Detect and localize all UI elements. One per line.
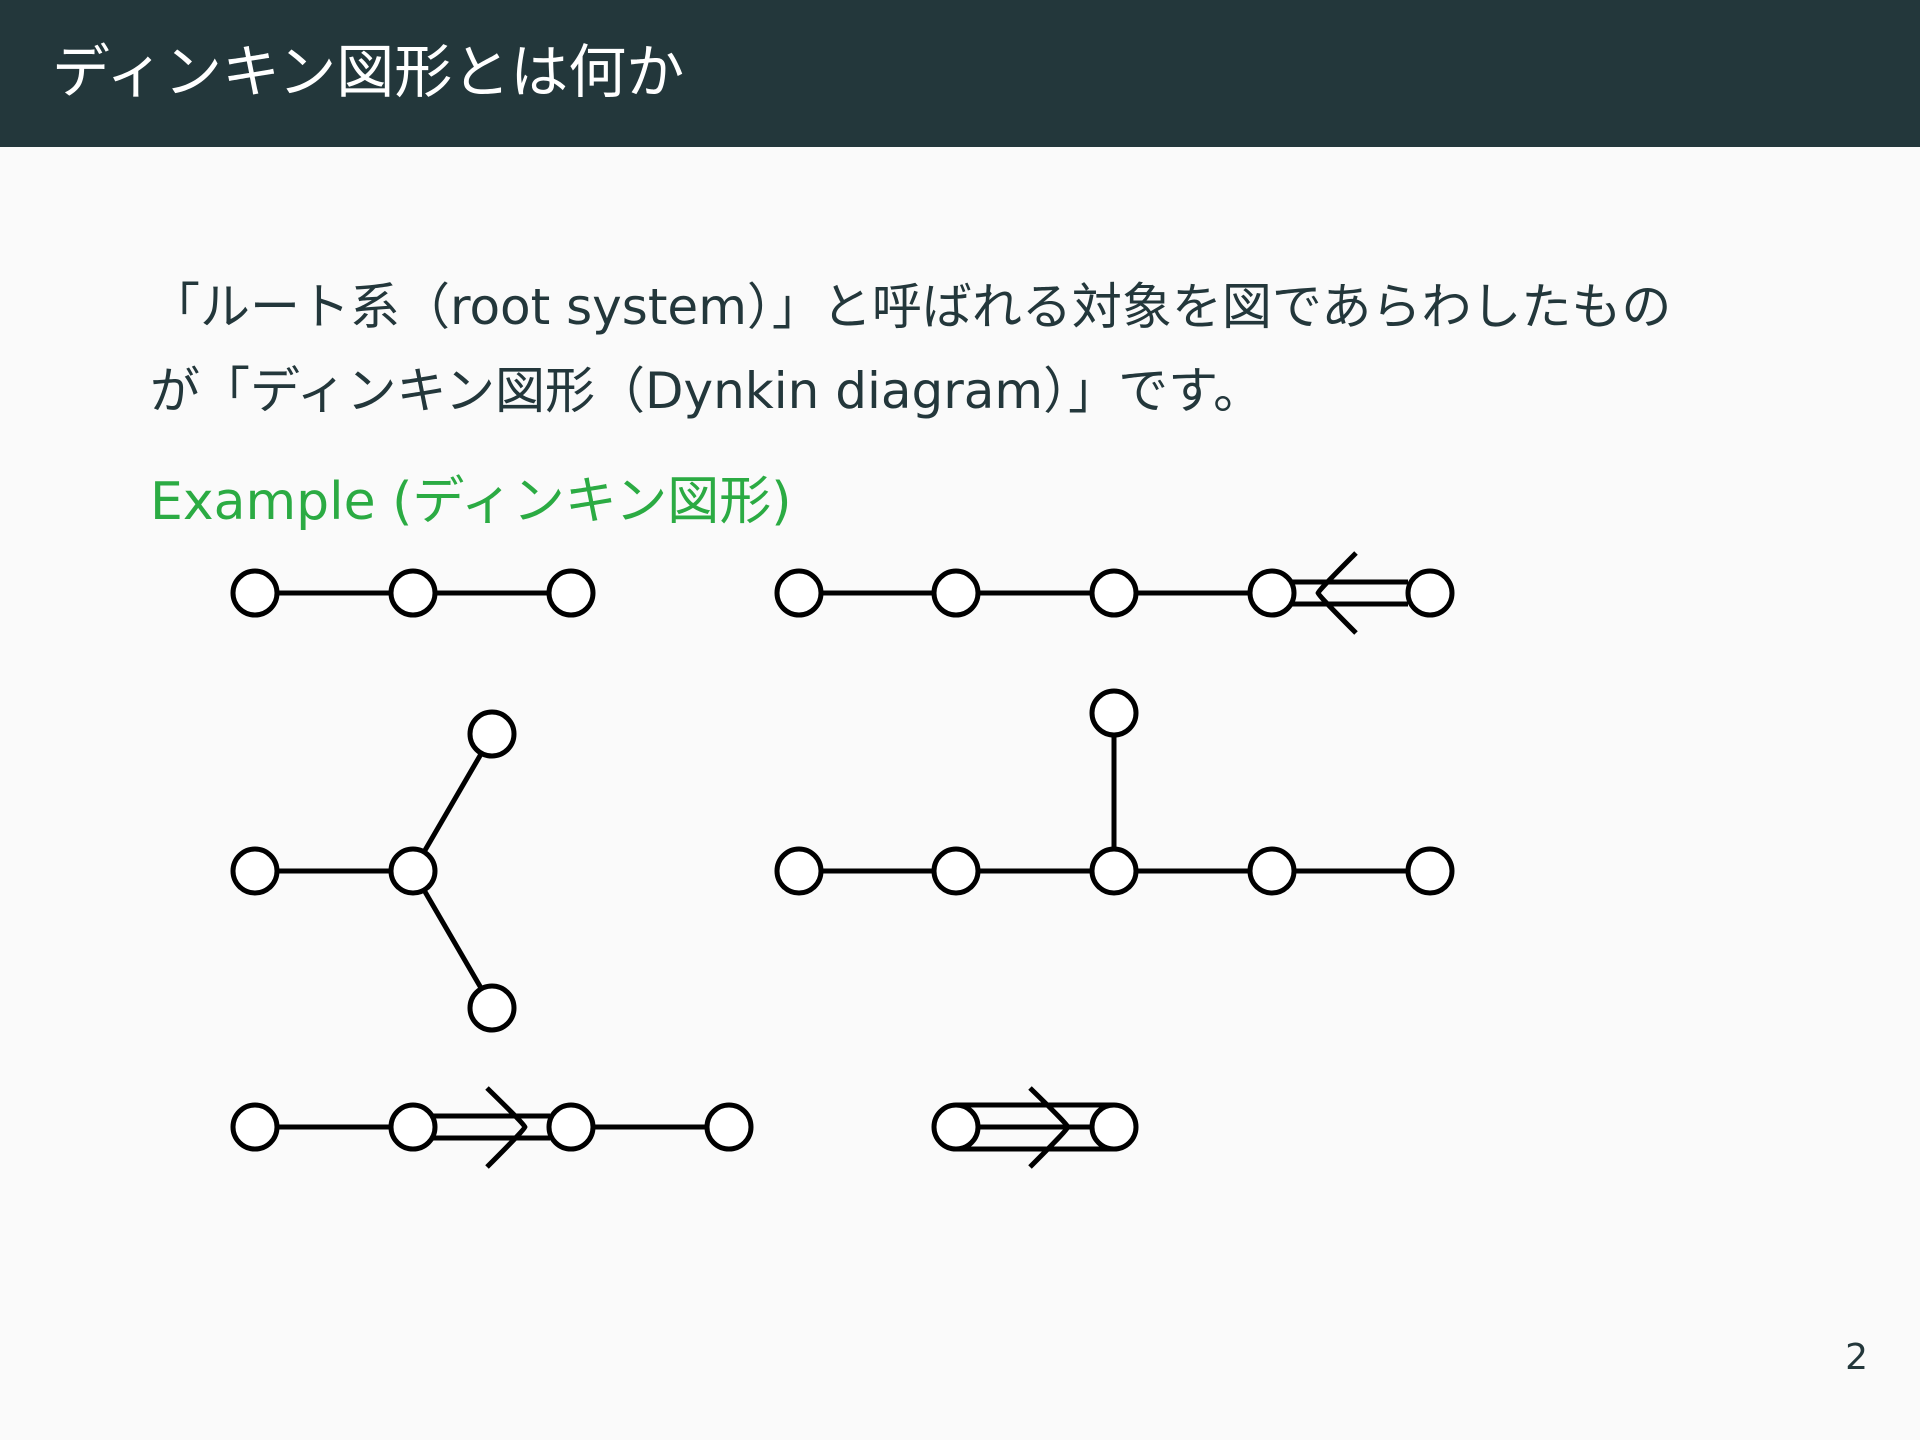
node [467,709,517,759]
node [546,1102,596,1152]
node [1247,846,1297,896]
node [1089,688,1139,738]
node [388,1102,438,1152]
node [774,846,824,896]
example-title: Example (ディンキン図形) [150,472,792,532]
dynkin-diagram-a3 [230,568,596,618]
edge [421,888,484,990]
node [230,846,280,896]
body-line-2: が「ディンキン図形（Dynkin diagram）」です。 [150,362,1264,420]
arrow-right [485,1086,528,1169]
slide-title: ディンキン図形とは何か [52,38,685,106]
node [467,983,517,1033]
arrow-left [1315,551,1358,635]
dynkin-diagram-top-right [774,551,1455,635]
dynkin-diagram-f4 [230,1086,754,1169]
dynkin-diagram-g2 [931,1086,1139,1169]
edge [421,752,484,854]
node [230,1102,280,1152]
page-number: 2 [1845,1337,1868,1378]
node [931,568,981,618]
node [704,1102,754,1152]
node [931,1102,981,1152]
node [1405,568,1455,618]
node [1089,568,1139,618]
node [388,846,438,896]
body-line-1: 「ルート系（root system）」と呼ばれる対象を図であらわしたもの [150,278,1672,336]
node [546,568,596,618]
slide-header: ディンキン図形とは何か [0,0,1920,147]
dynkin-diagram-e6 [774,688,1455,896]
node [1405,846,1455,896]
node [1089,1102,1139,1152]
body-paragraph: 「ルート系（root system）」と呼ばれる対象を図であらわしたもの が「デ… [150,265,1810,433]
node [774,568,824,618]
node [1247,568,1297,618]
node [230,568,280,618]
node [1089,846,1139,896]
node [388,568,438,618]
dynkin-diagram-d4 [230,709,517,1033]
node [931,846,981,896]
